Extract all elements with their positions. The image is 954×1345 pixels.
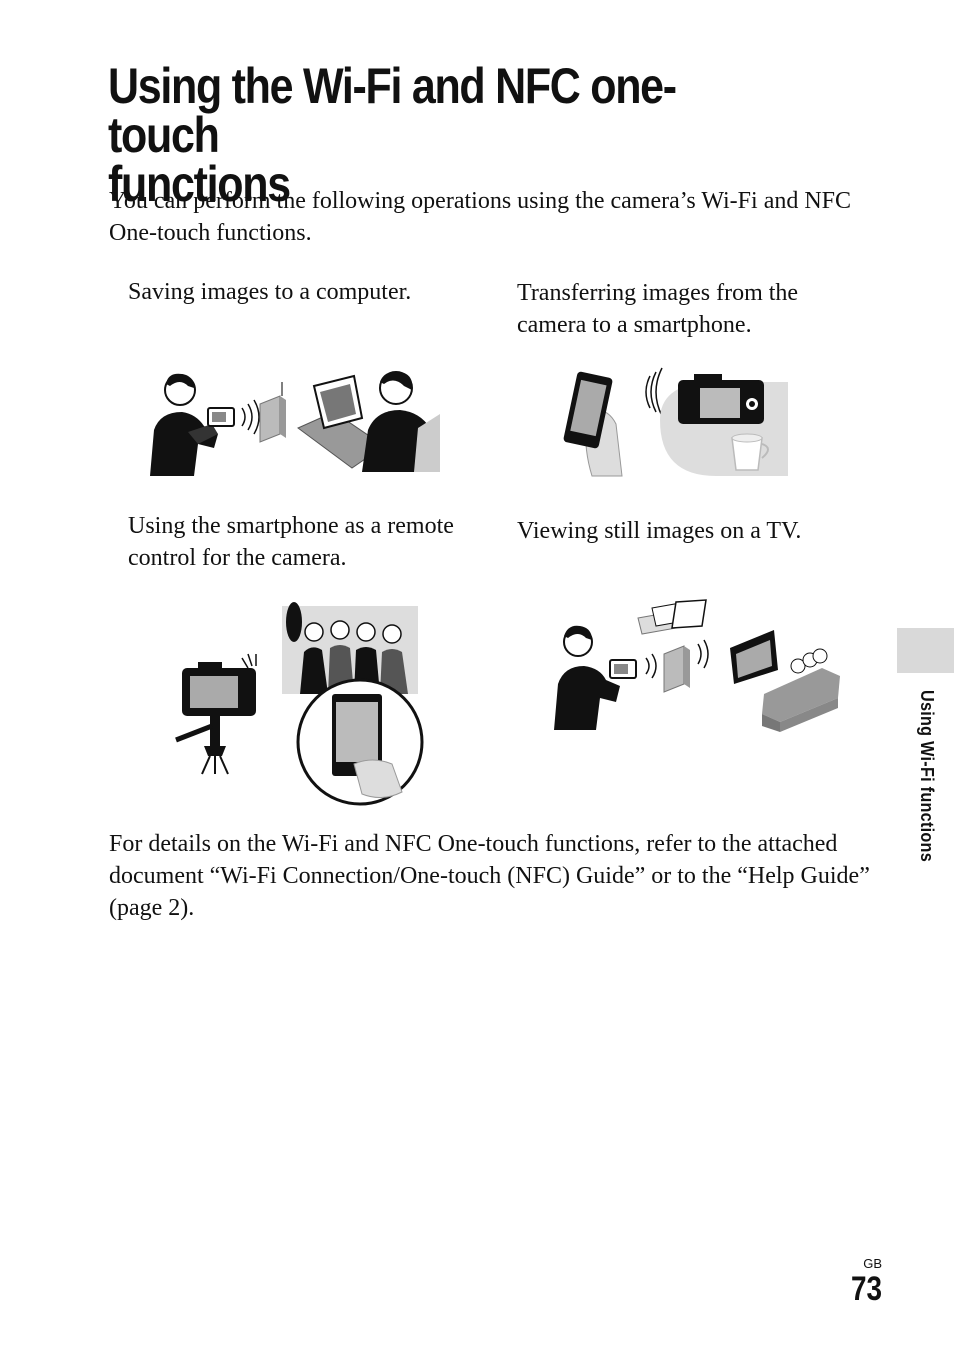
illustration-view-on-tv	[554, 599, 840, 732]
smartphone-remote-icon	[296, 678, 424, 806]
page-title-line-1: Using the Wi-Fi and NFC one-touch	[108, 58, 677, 163]
camera-in-hand-icon	[207, 407, 235, 427]
coffee-cup-icon	[731, 433, 769, 471]
camera-on-tripod-icon	[175, 662, 256, 775]
access-point-icon	[663, 645, 690, 693]
section-side-label: Using Wi-Fi functions	[917, 690, 937, 863]
wifi-waves-icon	[241, 653, 257, 669]
access-point-icon	[259, 382, 286, 443]
caption-view-on-tv: Viewing still images on a TV.	[517, 518, 802, 544]
section-tab-marker	[897, 628, 954, 673]
computer-user-figure	[362, 371, 440, 472]
illustration-save-to-computer	[150, 371, 440, 476]
photographer-figure	[150, 373, 218, 476]
sofa-with-viewers-icon	[762, 648, 840, 732]
smartphone-in-hand-icon	[563, 371, 623, 477]
laptop-icon	[297, 374, 385, 469]
camera-icon	[678, 374, 764, 424]
illustration-remote-control	[175, 602, 424, 806]
caption-transfer-to-smartphone: Transferring images from the camera to a…	[517, 280, 799, 338]
caption-remote-control: Using the smartphone as a remote control…	[128, 513, 454, 571]
page-number: 73	[850, 1270, 882, 1308]
tv-icon	[730, 630, 778, 684]
page-title-line-2: functions	[108, 156, 291, 212]
outro-paragraph: For details on the Wi-Fi and NFC One-tou…	[109, 831, 870, 921]
floating-photos-icon	[637, 599, 707, 635]
intro-paragraph: You can perform the following operations…	[109, 188, 852, 246]
wifi-waves-icon	[645, 367, 663, 417]
caption-save-to-computer: Saving images to a computer.	[128, 279, 412, 305]
region-code: GB	[863, 1256, 882, 1271]
wifi-waves-icon	[645, 639, 709, 679]
illustration-transfer-to-smartphone	[563, 367, 788, 477]
wifi-waves-icon	[241, 399, 260, 435]
page-title: Using the Wi-Fi and NFC one-touch functi…	[108, 58, 762, 212]
photographer-figure	[554, 625, 637, 730]
